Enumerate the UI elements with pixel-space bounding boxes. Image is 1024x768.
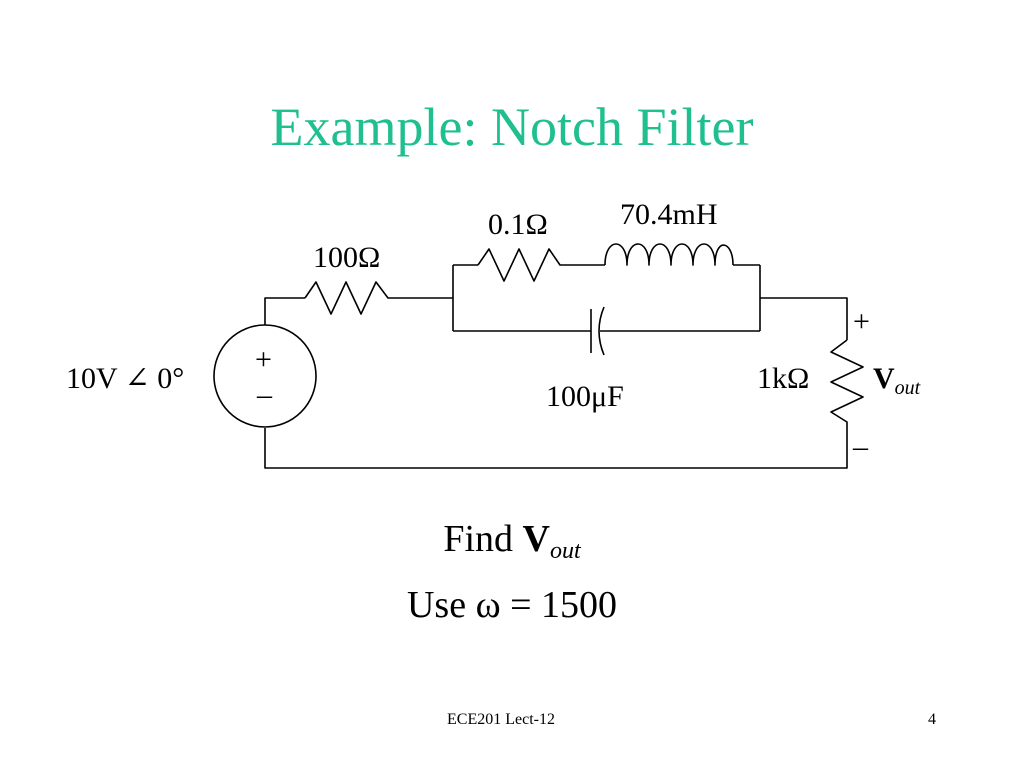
find-vout-subscript: out xyxy=(549,538,581,564)
resistor-100-ohm xyxy=(304,281,395,315)
r-series-label: 100Ω xyxy=(313,241,381,274)
source-label: 10V ∠ 0° xyxy=(66,362,185,395)
r-small-label: 0.1Ω xyxy=(488,208,548,241)
voltage-source xyxy=(213,324,317,428)
vout-label: Vout xyxy=(873,362,920,399)
find-text: Find xyxy=(443,518,523,560)
omega-line: Use ω = 1500 xyxy=(406,584,618,626)
source-plus-sign: + xyxy=(255,343,272,376)
wire-load-bottom xyxy=(264,428,848,469)
page-number: 4 xyxy=(928,711,936,728)
capacitor-label: 100μF xyxy=(546,380,624,413)
inductor-coil xyxy=(604,243,734,266)
r-load-label: 1kΩ xyxy=(757,362,810,395)
source-minus-sign: – xyxy=(257,378,272,411)
output-minus-sign: – xyxy=(853,430,868,463)
find-vout-symbol: V xyxy=(522,518,550,560)
footer-course: ECE201 Lect-12 xyxy=(447,711,555,728)
wire-source-top xyxy=(264,297,305,325)
capacitor-plate-curved xyxy=(598,306,605,356)
resistor-0-1-ohm xyxy=(477,248,565,282)
vout-symbol: V xyxy=(873,362,895,395)
resistor-1k-ohm xyxy=(830,339,864,428)
find-vout-line: Find Vout xyxy=(0,518,1024,563)
slide-title: Example: Notch Filter xyxy=(270,97,754,157)
vout-subscript: out xyxy=(894,377,921,399)
wire-to-load xyxy=(760,297,848,340)
inductor-label: 70.4mH xyxy=(620,198,718,231)
output-plus-sign: + xyxy=(853,305,870,338)
